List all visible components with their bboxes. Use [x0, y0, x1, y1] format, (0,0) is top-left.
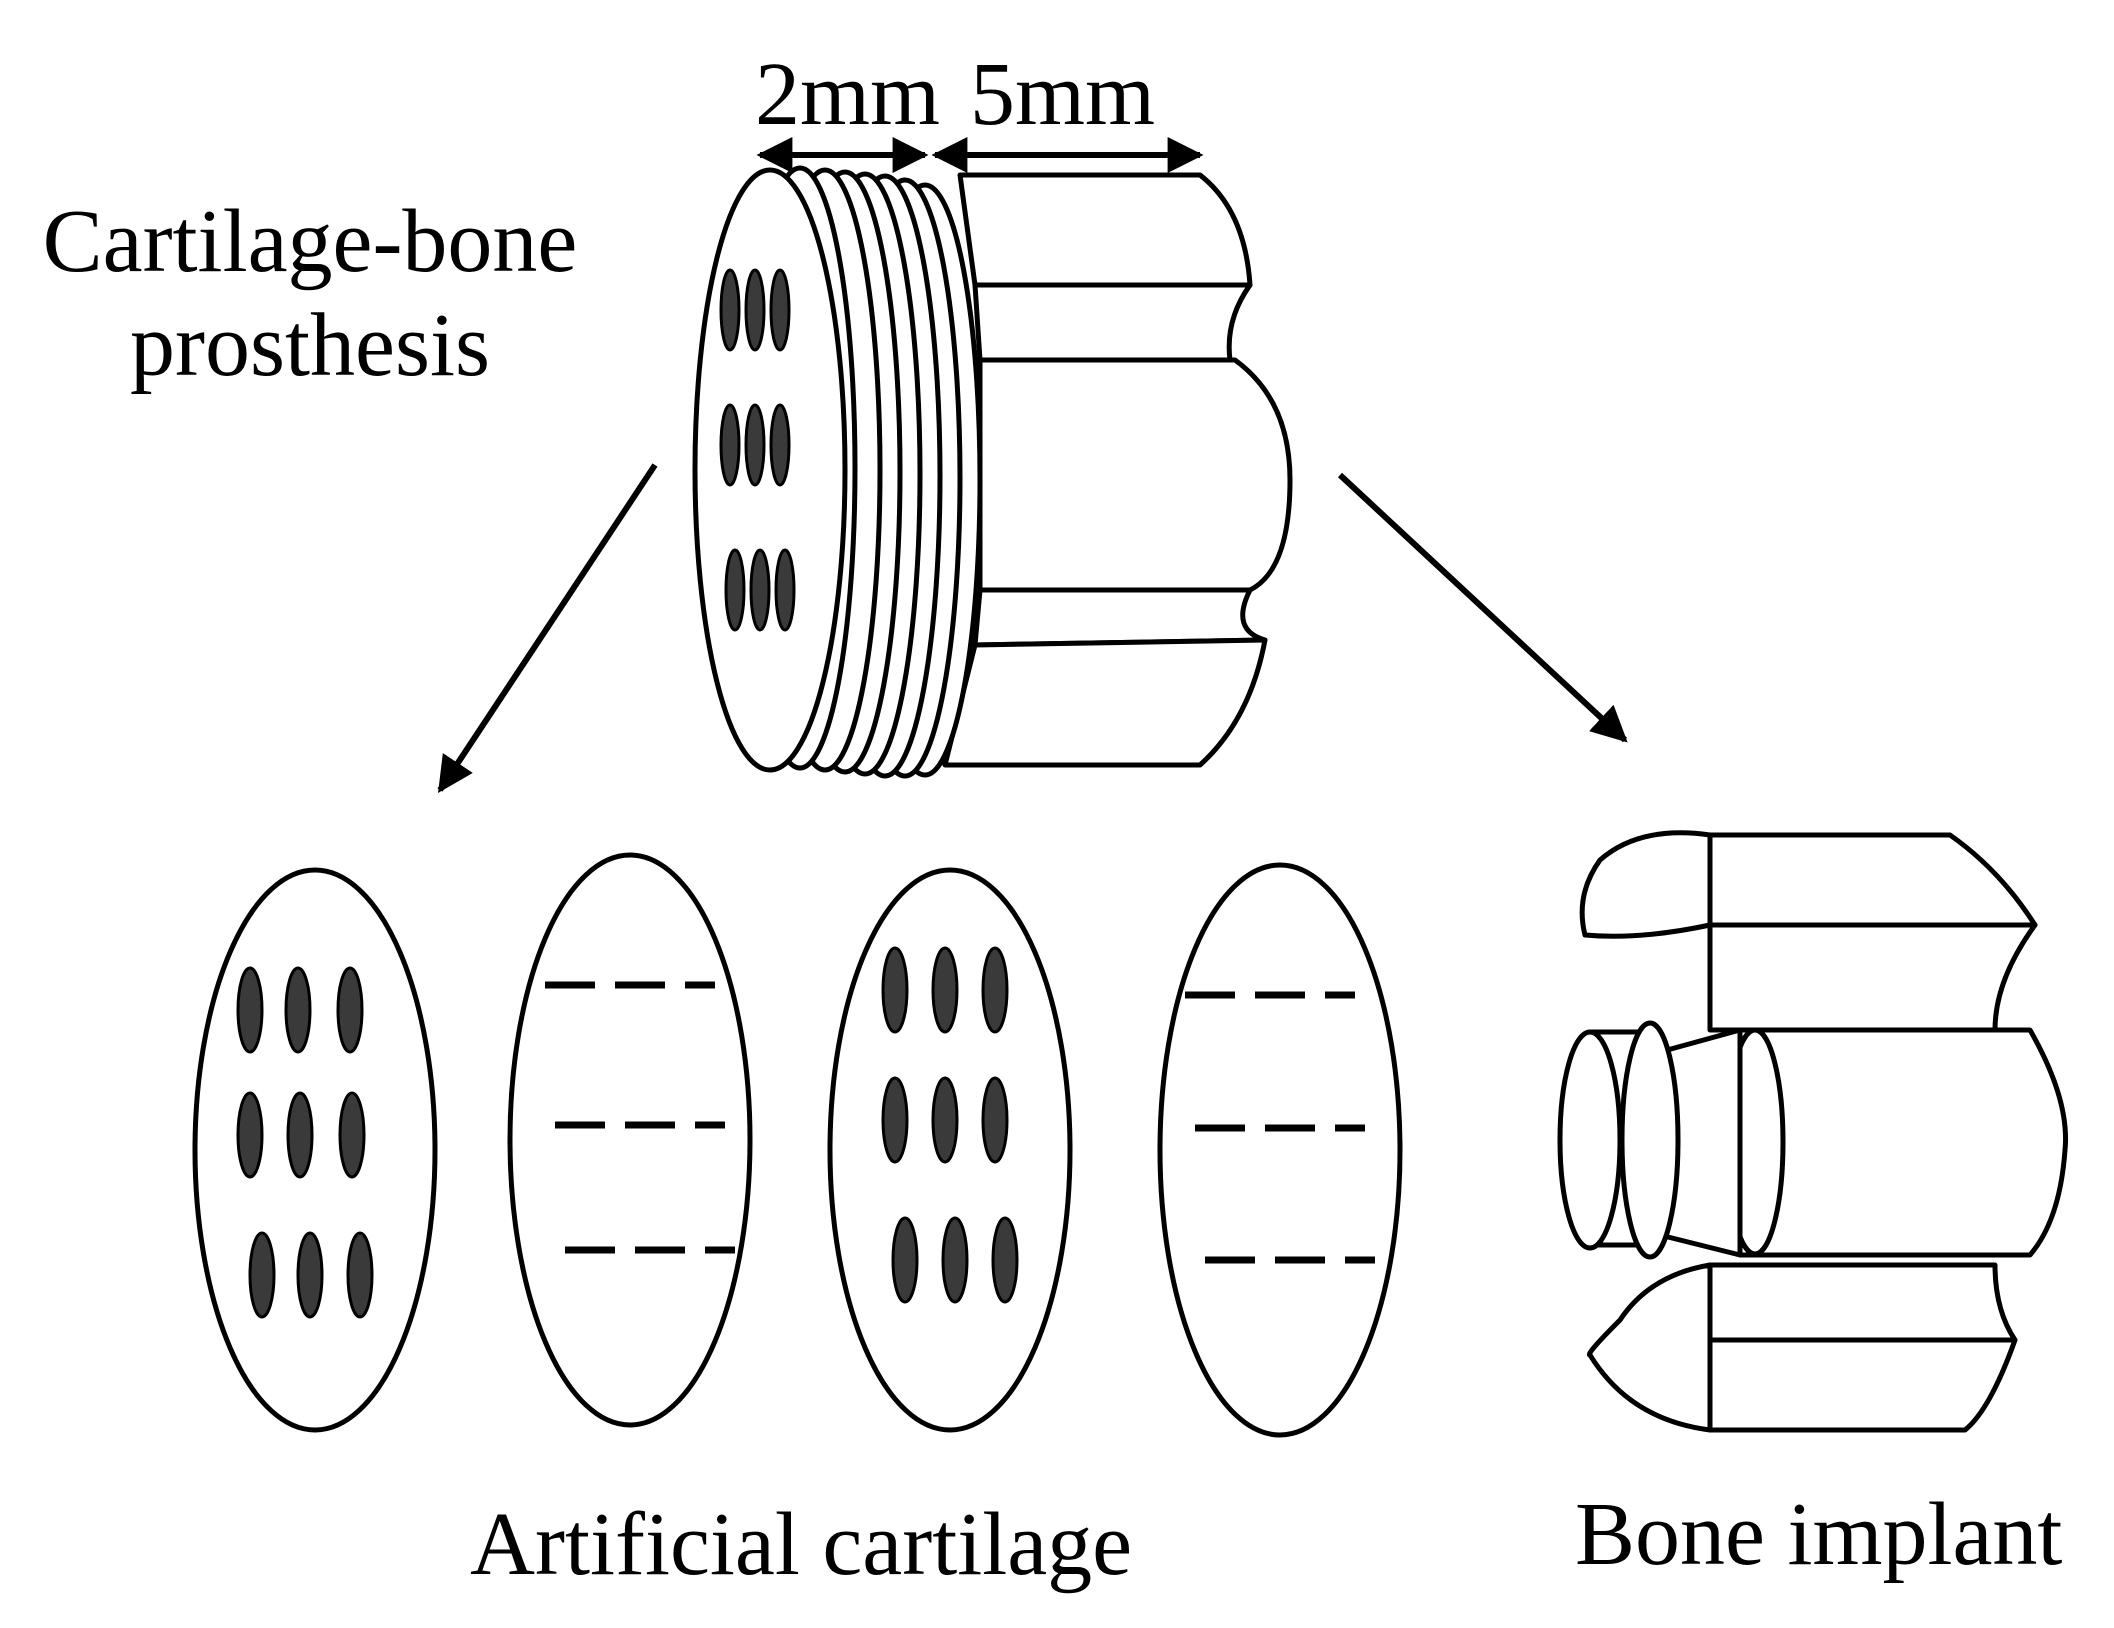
cartilage-layer-dashed-1 [507, 852, 753, 1428]
cartilage-layers [192, 852, 1403, 1438]
cartilage-layer-porous-1 [192, 867, 438, 1433]
artificial-cartilage-label: Artificial cartilage [470, 1495, 1133, 1594]
prosthesis-bone-part [942, 172, 1293, 768]
prosthesis-assembly [692, 165, 1293, 779]
bone-implant-label: Bone implant [1575, 1485, 2063, 1584]
dimension-label-5mm: 5mm [970, 45, 1156, 144]
dimension-label-2mm: 2mm [755, 45, 941, 144]
bone-implant [1557, 830, 2069, 1433]
prosthesis-cartilage-discs [692, 165, 983, 779]
prosthesis-label-line2: prosthesis [130, 295, 490, 395]
prosthesis-label: Cartilage-bone prosthesis [30, 190, 590, 397]
cartilage-layer-porous-2 [827, 867, 1073, 1433]
arrow-to-cartilage [437, 463, 658, 794]
prosthesis-label-line1: Cartilage-bone [42, 192, 578, 291]
prosthesis-front-pores [719, 268, 796, 632]
cartilage-layer-dashed-2 [1157, 862, 1403, 1438]
arrow-to-bone-implant [1337, 472, 1628, 743]
